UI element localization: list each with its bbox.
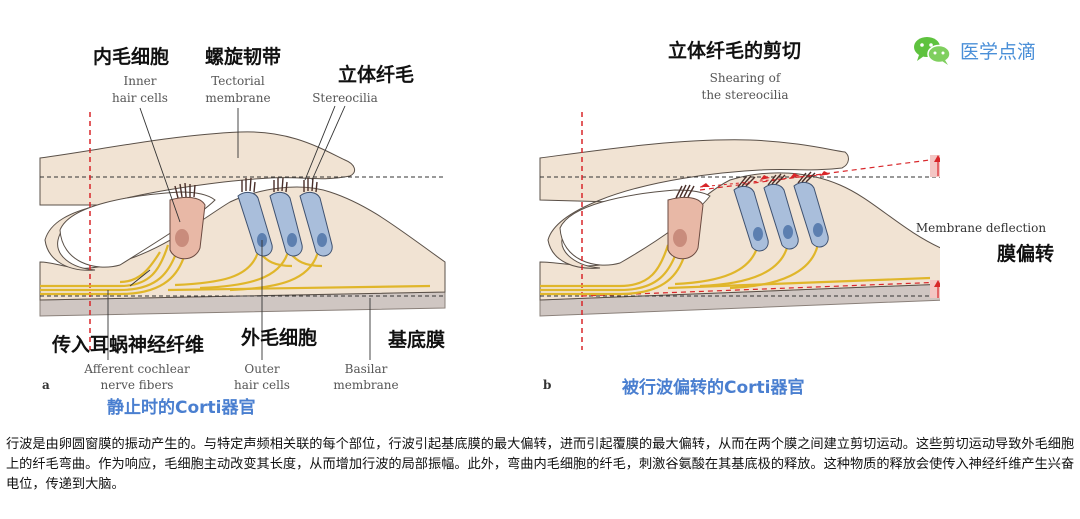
caption-text: 行波是由卵圆窗膜的振动产生的。与特定声频相关联的每个部位，行波引起基底膜的最大偏… <box>6 437 1075 492</box>
outer-hair-cells-label-en-2: hair cells <box>234 378 290 392</box>
shearing-label-cn: 立体纤毛的剪切 <box>668 40 802 62</box>
stereocilia-bundles <box>241 177 318 193</box>
right-diagram <box>539 112 940 350</box>
nerve-fibers-b <box>540 243 931 296</box>
tectorial-membrane <box>39 131 356 271</box>
afferent-label-en-1: Afferent cochlear <box>84 362 190 376</box>
shearing-label-en-1: Shearing of <box>709 71 781 85</box>
panel-letter-b: b <box>543 378 552 392</box>
afferent-label-cn: 传入耳蜗神经纤维 <box>52 334 205 356</box>
tectorial-membrane-b <box>539 139 849 269</box>
basilar-label-cn: 基底膜 <box>388 329 446 351</box>
outer-cell-nuclei <box>257 233 327 247</box>
pointer-lines <box>107 105 371 360</box>
shear-arrows <box>700 171 830 191</box>
shearing-label-en-2: the stereocilia <box>701 88 789 102</box>
deflection-bar-top <box>930 155 940 177</box>
inner-hair-cells-label-cn: 内毛细胞 <box>93 46 170 68</box>
deflection-label-cn: 膜偏转 <box>997 243 1055 265</box>
brand-logo: 医学点滴 <box>912 34 1036 66</box>
wechat-icon <box>914 37 951 65</box>
afferent-label-en-2: nerve fibers <box>100 378 174 392</box>
left-diagram <box>39 105 446 360</box>
deflection-bar-bottom <box>930 280 940 298</box>
tectorial-label-en-1: Tectorial <box>211 74 265 88</box>
organ-body-b <box>539 172 940 301</box>
tectorial-label-en-2: membrane <box>205 91 271 105</box>
inner-hair-cells-label-en-2: hair cells <box>112 91 168 105</box>
outer-hair-cells-label-en-1: Outer <box>244 362 280 376</box>
stereocilia-label-cn: 立体纤毛 <box>338 64 415 86</box>
left-panel-title: 静止时的Corti器官 <box>107 398 256 418</box>
logo-text: 医学点滴 <box>960 40 1037 63</box>
basilar-label-en-1: Basilar <box>344 362 388 376</box>
inner-hair-cell-b <box>667 184 704 260</box>
inner-hair-cell <box>169 182 206 260</box>
right-panel-title: 被行波偏转的Corti器官 <box>622 378 805 398</box>
basilar-label-en-2: membrane <box>333 378 399 392</box>
red-deflection-bottom <box>581 281 940 297</box>
stereocilia-label-en: Stereocilia <box>312 91 378 105</box>
tectorial-label-cn: 螺旋韧带 <box>205 46 282 68</box>
outer-hair-cells-label-cn: 外毛细胞 <box>241 327 318 349</box>
deflection-label-en: Membrane deflection <box>915 221 1047 235</box>
outer-cell-nuclei-b <box>753 223 823 241</box>
inner-hair-cells-label-en-1: Inner <box>123 74 157 88</box>
panel-letter-a: a <box>42 378 50 392</box>
